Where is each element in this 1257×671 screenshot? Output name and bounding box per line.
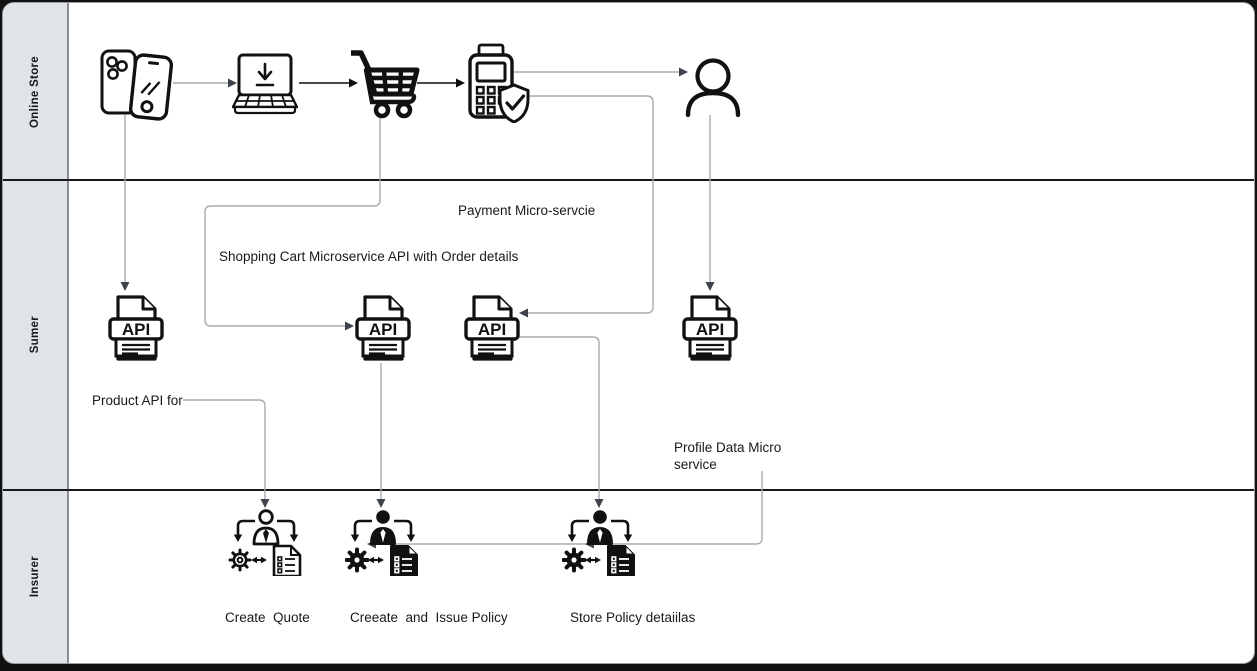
label-store-policy[interactable]: Store Policy detaiilas bbox=[570, 610, 696, 625]
connector-api3-wf3 bbox=[515, 336, 600, 499]
api-file-icon-payment[interactable]: API bbox=[464, 294, 520, 362]
api-text: API bbox=[478, 320, 506, 339]
shield-check-icon bbox=[498, 83, 530, 123]
checklist-doc-icon bbox=[272, 544, 302, 576]
connector-productapi-wf1 bbox=[183, 399, 266, 499]
api-text: API bbox=[122, 320, 150, 339]
gear-icon bbox=[562, 547, 587, 573]
api-text: API bbox=[696, 320, 724, 339]
api-text: API bbox=[369, 320, 397, 339]
api-file-icon-cart[interactable]: API bbox=[355, 294, 411, 362]
process-icon-create-quote[interactable] bbox=[228, 508, 304, 576]
lane-label: Sumer bbox=[29, 316, 41, 354]
api-file-icon-product[interactable]: API bbox=[108, 294, 164, 362]
api-file-icon-profile[interactable]: API bbox=[682, 294, 738, 362]
arrowhead bbox=[519, 308, 528, 318]
bracket-arrows bbox=[233, 519, 299, 542]
arrowhead bbox=[456, 78, 465, 88]
connector-cart-api2 bbox=[204, 111, 381, 327]
label-payment-microservice[interactable]: Payment Micro-servcie bbox=[458, 203, 596, 218]
label-create-issue-policy[interactable]: Creeate and Issue Policy bbox=[350, 610, 508, 625]
label-profile-data[interactable]: Profile Data Micro service bbox=[674, 440, 782, 472]
checklist-doc-icon bbox=[607, 545, 635, 576]
arrowhead bbox=[705, 282, 715, 291]
front-phone bbox=[128, 53, 174, 121]
download-arrow-icon bbox=[255, 62, 275, 87]
lane-header-insurer[interactable]: Insurer bbox=[3, 489, 67, 663]
gear-icon bbox=[228, 548, 252, 572]
pos-terminal-icon[interactable] bbox=[466, 43, 532, 123]
sync-arrow-icon bbox=[368, 556, 384, 564]
arrowhead bbox=[594, 499, 604, 508]
arrowhead bbox=[345, 321, 354, 331]
gear-icon bbox=[345, 547, 370, 573]
lane-label: Online Store bbox=[29, 56, 41, 128]
sync-arrow-icon bbox=[251, 556, 267, 564]
shopping-cart-icon[interactable] bbox=[346, 47, 420, 119]
sync-arrow-icon bbox=[585, 556, 601, 564]
arrowhead bbox=[260, 499, 270, 508]
user-icon[interactable] bbox=[685, 57, 741, 117]
label-shopping-cart-api[interactable]: Shopping Cart Microservice API with Orde… bbox=[219, 249, 519, 264]
checklist-doc-icon bbox=[390, 545, 418, 576]
person-icon bbox=[587, 510, 613, 545]
lane-header-column: Online Store Sumer Insurer bbox=[3, 3, 69, 663]
bracket-arrows bbox=[567, 519, 633, 542]
laptop-download-icon[interactable] bbox=[232, 53, 298, 115]
person-icon bbox=[370, 510, 396, 545]
arrowhead bbox=[120, 282, 130, 291]
lane-label: Insurer bbox=[29, 556, 41, 598]
label-product-api[interactable]: Product API for bbox=[92, 393, 183, 408]
smartphones-icon[interactable] bbox=[99, 45, 175, 123]
bracket-arrows bbox=[350, 519, 416, 542]
arrowhead bbox=[376, 499, 386, 508]
label-create-quote[interactable]: Create Quote bbox=[225, 610, 310, 625]
person-icon bbox=[252, 509, 280, 546]
lane-header-online-store[interactable]: Online Store bbox=[3, 3, 67, 181]
process-icon-issue-policy[interactable] bbox=[345, 508, 421, 576]
lane-divider-1 bbox=[3, 179, 1254, 181]
lane-header-sumer[interactable]: Sumer bbox=[3, 181, 67, 489]
process-icon-store-policy[interactable] bbox=[562, 508, 638, 576]
lane-divider-2 bbox=[3, 489, 1254, 491]
